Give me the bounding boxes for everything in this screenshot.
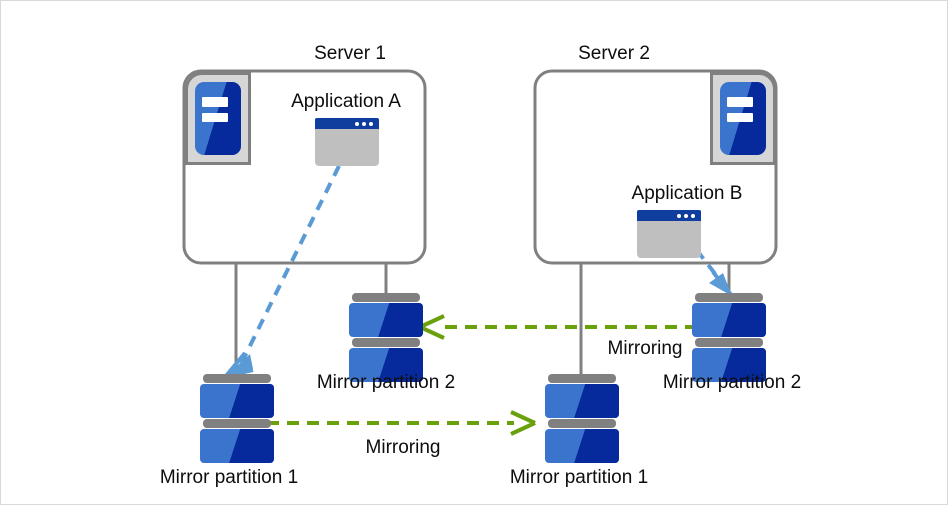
disk-slab-lower bbox=[545, 429, 619, 463]
app-window-dot-3 bbox=[369, 122, 373, 126]
disk-slab-shade bbox=[692, 303, 766, 337]
disk-slab-shade bbox=[200, 429, 274, 463]
disk-stack-icon bbox=[692, 293, 766, 382]
mirroring-label-upper: Mirroring bbox=[607, 338, 683, 359]
mirroring-arrow-upper bbox=[419, 314, 697, 340]
server-icon-body bbox=[195, 82, 241, 155]
disk-stack-icon bbox=[349, 293, 423, 382]
server-icon-bar-1 bbox=[202, 97, 229, 107]
disk-slab-shade bbox=[545, 384, 619, 418]
application-a-label: Application A bbox=[291, 91, 401, 112]
application-window-icon bbox=[315, 118, 379, 166]
server-1-box bbox=[182, 69, 427, 265]
disk-label-s1-mirror-partition-1: Mirror partition 1 bbox=[159, 467, 299, 488]
application-b-label: Application B bbox=[631, 183, 743, 204]
disk-slab-lower bbox=[349, 348, 423, 382]
server-2-title: Server 2 bbox=[578, 43, 650, 64]
disk-platter-middle bbox=[203, 419, 271, 428]
app-window-dot-2 bbox=[362, 122, 366, 126]
server-1-title: Server 1 bbox=[314, 43, 386, 64]
disk-slab-shade bbox=[692, 348, 766, 382]
disk-stack-icon bbox=[545, 374, 619, 463]
app-window-dot-1 bbox=[355, 122, 359, 126]
server-icon-body bbox=[720, 82, 766, 155]
disk-platter-middle bbox=[695, 338, 763, 347]
disk-slab-shade bbox=[349, 348, 423, 382]
disk-slab-lower bbox=[200, 429, 274, 463]
mirroring-label-lower: Mirroring bbox=[365, 437, 441, 458]
app-window-dot-3 bbox=[691, 214, 695, 218]
disk-slab-shade bbox=[200, 384, 274, 418]
disk-slab-lower bbox=[692, 348, 766, 382]
server-icon-bar-2 bbox=[202, 112, 229, 123]
disk-label-s2-mirror-partition-2: Mirror partition 2 bbox=[662, 372, 802, 393]
disk-platter-middle bbox=[352, 338, 420, 347]
server-icon bbox=[185, 72, 251, 165]
disk-platter-top bbox=[548, 374, 616, 383]
disk-label-s2-mirror-partition-1: Mirror partition 1 bbox=[509, 467, 649, 488]
app-window-pane bbox=[637, 221, 701, 258]
application-window-icon bbox=[637, 210, 701, 258]
disk-slab-upper bbox=[349, 303, 423, 337]
disk-platter-top bbox=[352, 293, 420, 302]
server-icon bbox=[710, 72, 776, 165]
disk-platter-top bbox=[203, 374, 271, 383]
app-window-dot-1 bbox=[677, 214, 681, 218]
app-window-titlebar bbox=[637, 210, 701, 221]
disk-slab-upper bbox=[545, 384, 619, 418]
disk-stack-icon bbox=[200, 374, 274, 463]
disk-slab-shade bbox=[349, 303, 423, 337]
app-window-pane bbox=[315, 129, 379, 166]
disk-slab-upper bbox=[200, 384, 274, 418]
disk-slab-shade bbox=[545, 429, 619, 463]
server-2-box bbox=[533, 69, 778, 265]
app-a-access-arrow bbox=[224, 165, 341, 380]
server-icon-bar-2 bbox=[727, 112, 754, 123]
disk-platter-middle bbox=[548, 419, 616, 428]
disk-platter-top bbox=[695, 293, 763, 302]
app-window-dot-2 bbox=[684, 214, 688, 218]
disk-slab-upper bbox=[692, 303, 766, 337]
disk-label-s1-mirror-partition-2: Mirror partition 2 bbox=[316, 372, 456, 393]
app-window-titlebar bbox=[315, 118, 379, 129]
mirroring-arrow-lower bbox=[267, 410, 536, 436]
server-icon-bar-1 bbox=[727, 97, 754, 107]
